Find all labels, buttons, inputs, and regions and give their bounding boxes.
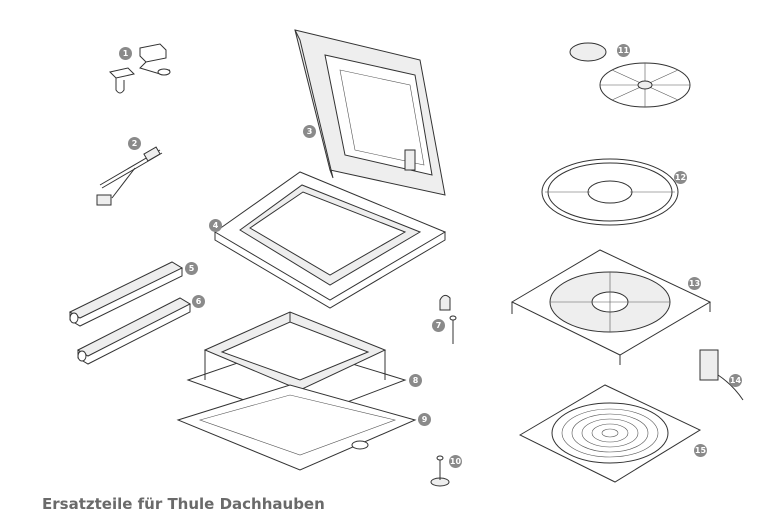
part-3-dome-lid [294,29,446,196]
part-number-badge: 10 [449,455,462,468]
part-1-clips [109,43,171,94]
part-number-badge: 15 [694,444,707,457]
part-5-rail [68,261,184,327]
part-11-fan-impeller [569,42,691,108]
part-number-badge: 6 [192,295,205,308]
part-number-badge: 14 [729,374,742,387]
part-13-fan-housing [510,249,712,365]
part-number-badge: 3 [303,125,316,138]
part-number-badge: 11 [617,44,630,57]
part-number-badge: 2 [128,137,141,150]
part-12-ring [541,158,679,226]
part-number-badge: 9 [418,413,431,426]
part-number-badge: 13 [688,277,701,290]
part-number-badge: 5 [185,262,198,275]
part-number-badge: 8 [409,374,422,387]
part-number-badge: 12 [674,171,687,184]
part-15-grille [518,384,702,483]
part-number-badge: 1 [119,47,132,60]
part-6-rail [76,297,192,365]
part-7-clip-screw [439,294,457,344]
diagram-caption: Ersatzteile für Thule Dachhauben [42,495,325,513]
part-2-arm [96,146,163,206]
part-number-badge: 4 [209,219,222,232]
part-9-inner-lining [176,384,417,471]
part-10-knob [430,455,450,487]
part-4-inner-frame [214,171,447,309]
part-number-badge: 7 [432,319,445,332]
